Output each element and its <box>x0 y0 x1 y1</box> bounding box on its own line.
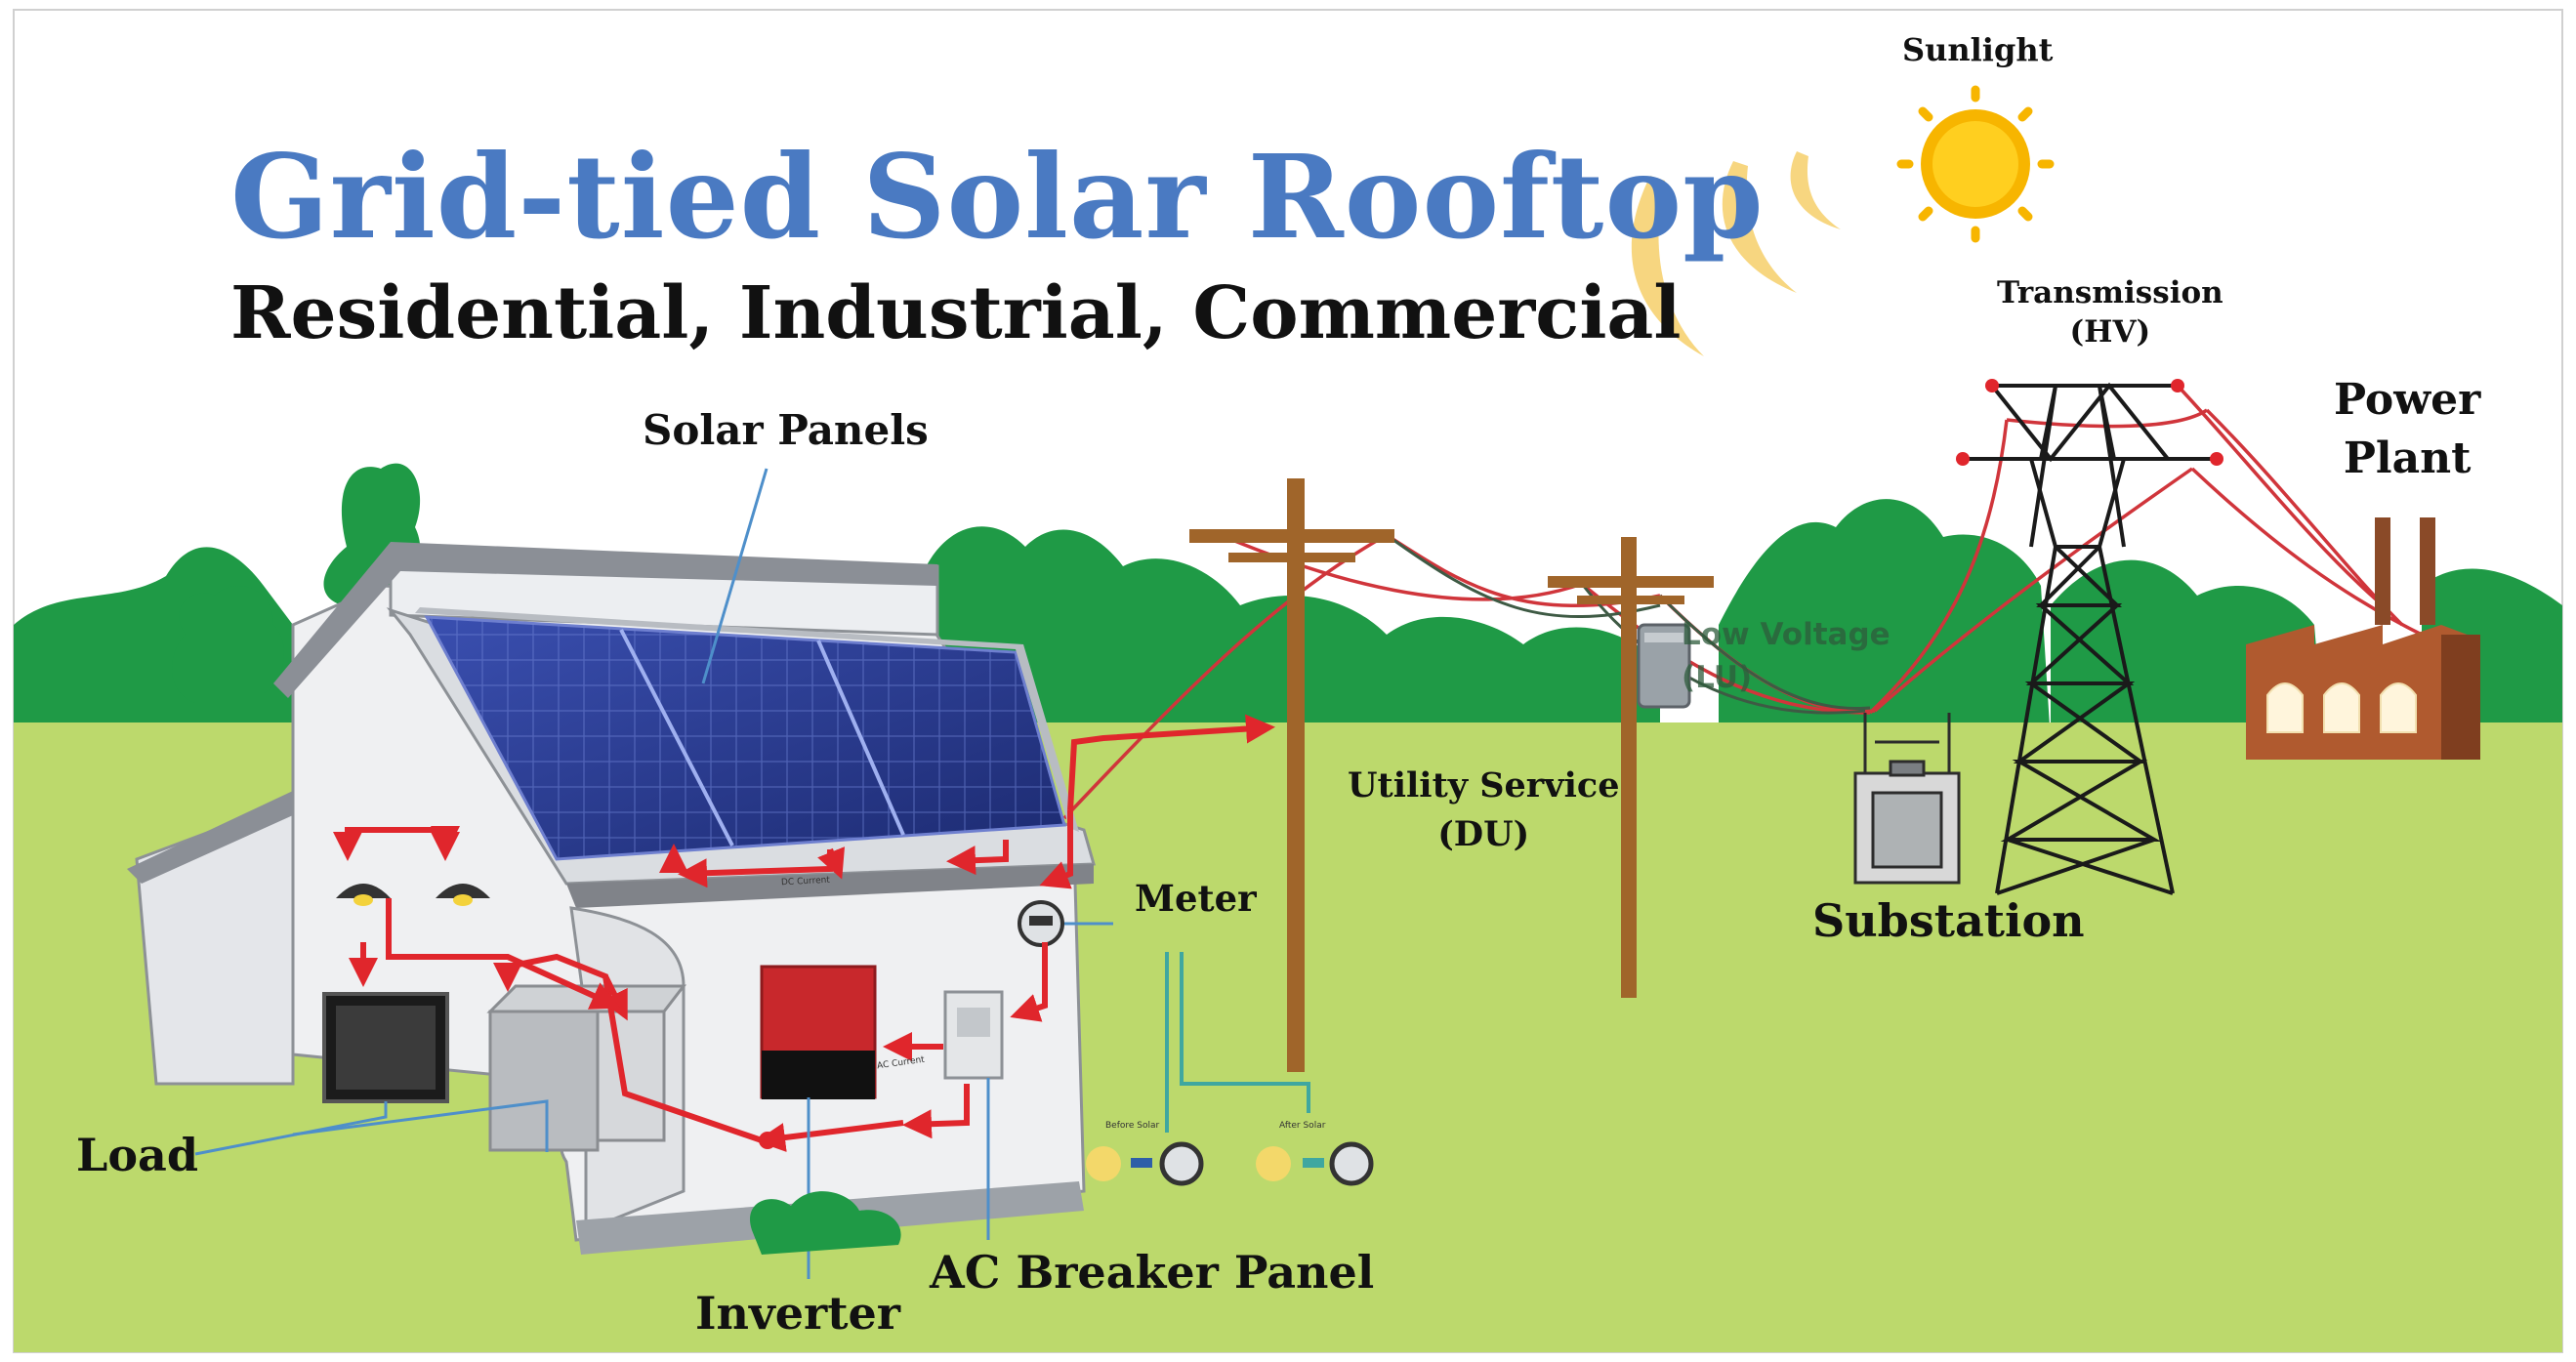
low-voltage-label-line2: (LU) <box>1682 660 1753 695</box>
transmission-label: Transmission (HV) <box>1997 273 2223 351</box>
utility-pole-lu <box>1548 537 1714 998</box>
power-plant-label-line2: Plant <box>2343 433 2472 483</box>
power-plant-icon <box>2246 517 2480 760</box>
energy-flow-arrows <box>333 714 1275 1152</box>
before-after-icons <box>1086 1141 1374 1186</box>
ac-breaker-panel-label: AC Breaker Panel <box>930 1246 1375 1299</box>
substation-label: Substation <box>1812 894 2085 947</box>
utility-pole-du <box>1189 478 1394 1072</box>
page-title: Grid-tied Solar Rooftop <box>230 129 1765 265</box>
meter-comparison-lines <box>1165 952 1310 1133</box>
meter-label: Meter <box>1135 877 1257 920</box>
ceiling-lamps <box>336 884 490 906</box>
tv-icon <box>322 992 449 1103</box>
low-voltage-label-line1: Low Voltage <box>1682 617 1890 652</box>
transmission-tower <box>1963 382 2217 895</box>
washer-dryer-icon <box>486 984 687 1152</box>
junction-dot <box>759 1132 776 1149</box>
meter-icon <box>1018 900 1064 947</box>
ac-breaker-panel-icon <box>943 990 1004 1080</box>
power-plant-label: Power Plant <box>2334 371 2480 488</box>
utility-service-label-line1: Utility Service <box>1348 765 1620 805</box>
sun-icon <box>1896 85 2055 243</box>
sun-rays <box>1631 151 1841 356</box>
inverter-icon <box>760 965 877 1099</box>
low-voltage-label: Low Voltage (LU) <box>1682 613 1890 699</box>
tower-insulators <box>1956 379 2223 466</box>
pole-transformer <box>1637 623 1691 709</box>
power-lines-dark <box>1386 533 1871 715</box>
before-solar-label: Before Solar <box>1105 1121 1160 1131</box>
substation-icon <box>1853 713 1961 885</box>
solar-panels-icon <box>415 607 1079 861</box>
transmission-label-line2: (HV) <box>2069 314 2151 350</box>
power-plant-label-line1: Power <box>2334 375 2481 425</box>
utility-service-label: Utility Service (DU) <box>1348 762 1619 859</box>
page-subtitle: Residential, Industrial, Commercial <box>230 271 1682 355</box>
load-label: Load <box>76 1129 198 1181</box>
front-bush <box>750 1191 901 1255</box>
solar-panels-label: Solar Panels <box>643 406 929 454</box>
sunlight-label: Sunlight <box>1902 31 2054 68</box>
utility-service-label-line2: (DU) <box>1437 814 1530 854</box>
transmission-label-line1: Transmission <box>1997 275 2223 310</box>
after-solar-label: After Solar <box>1279 1121 1326 1131</box>
inverter-label: Inverter <box>695 1287 900 1340</box>
